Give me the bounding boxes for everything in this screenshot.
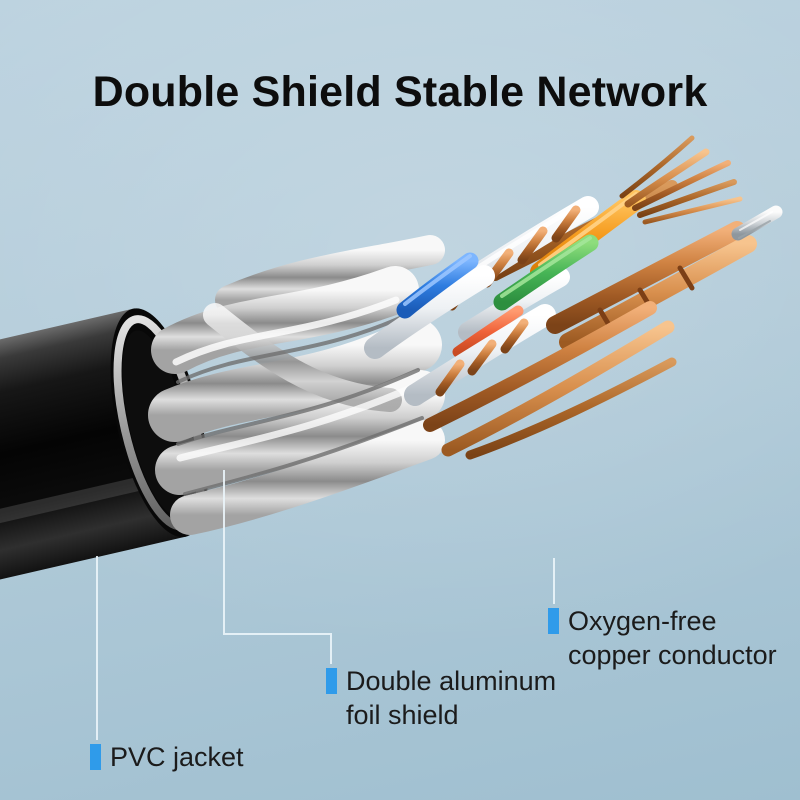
leader-line-foil [223, 470, 332, 664]
label-marker-icon [548, 608, 559, 634]
label-marker-icon [326, 668, 337, 694]
wire-bundle-render [364, 135, 783, 460]
label-foil-shield-text: Double aluminum foil shield [346, 666, 557, 731]
label-marker-icon [90, 744, 101, 770]
label-pvc-jacket-text: PVC jacket [110, 742, 244, 772]
leader-lines [96, 470, 555, 740]
label-foil-shield: Double aluminum foil shield [326, 664, 556, 732]
aluminum-foil-shield-render [148, 235, 445, 535]
label-copper-conductor-text: Oxygen-free copper conductor [568, 606, 777, 671]
label-pvc-jacket: PVC jacket [90, 740, 244, 774]
label-copper-conductor: Oxygen-free copper conductor [548, 604, 777, 672]
page-title: Double Shield Stable Network [92, 68, 708, 116]
